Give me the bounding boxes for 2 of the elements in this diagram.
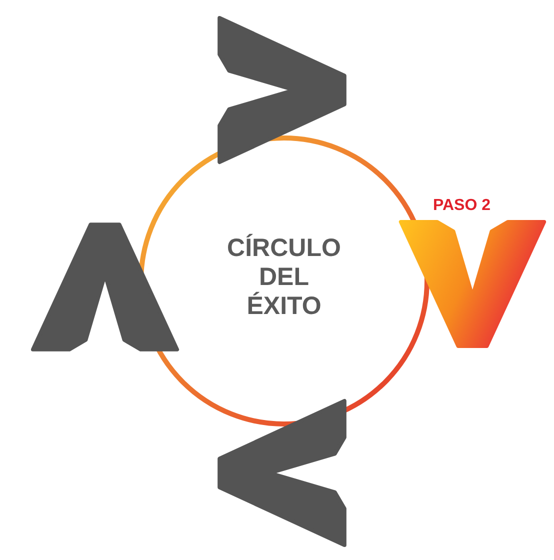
step-label: PASO 2 — [433, 197, 490, 215]
center-title: CÍRCULO DEL ÉXITO — [226, 234, 342, 321]
